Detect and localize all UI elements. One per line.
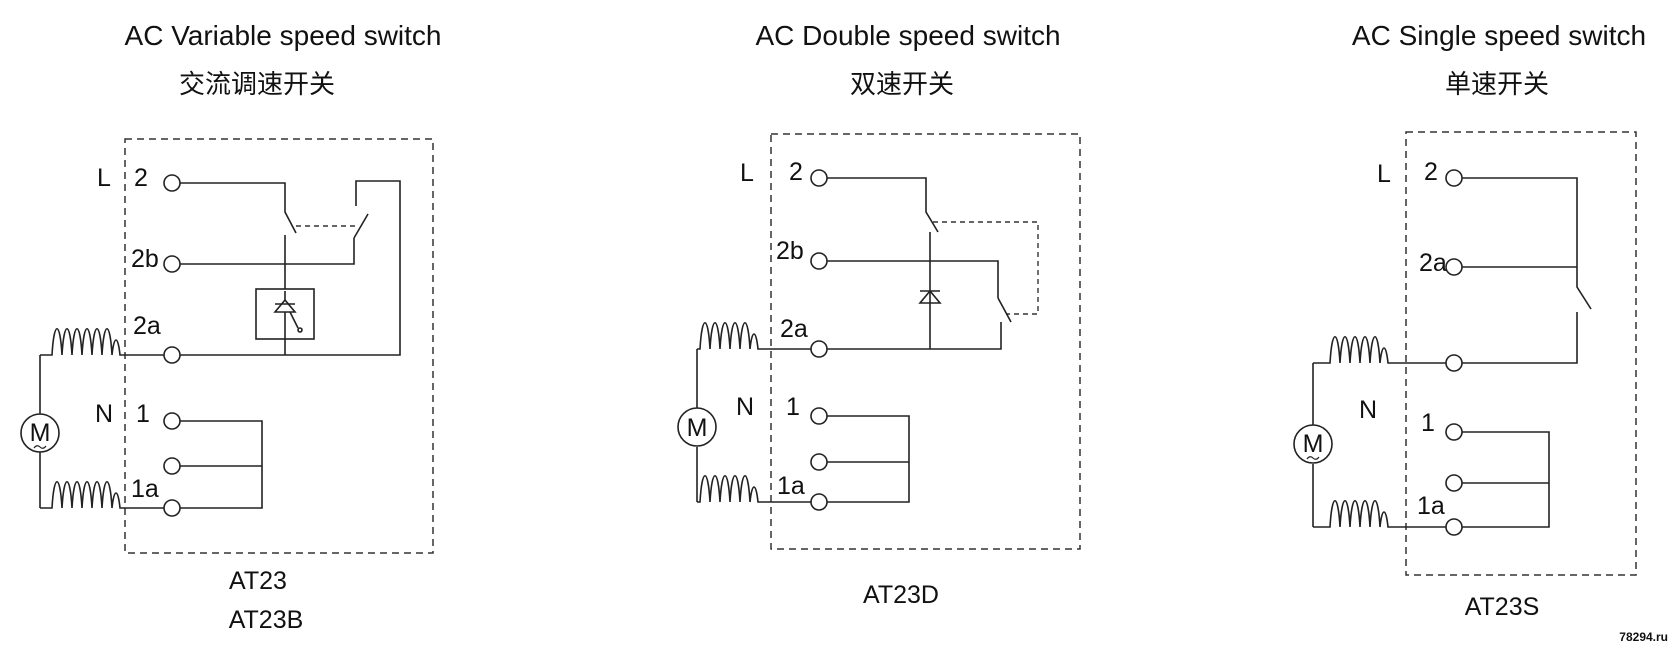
- terminal-label-L: L: [740, 159, 754, 187]
- terminal-label-N: N: [1359, 396, 1377, 424]
- terminal-label-1a: 1a: [1417, 492, 1445, 520]
- terminal-label-1: 1: [136, 400, 150, 428]
- terminal-label-1: 1: [786, 393, 800, 421]
- terminal-label-2a: 2a: [1419, 249, 1447, 277]
- panel-subtitle: 双速开关: [850, 70, 954, 100]
- model-label: AT23B: [229, 606, 304, 634]
- model-label: AT23S: [1465, 593, 1540, 621]
- terminal-label-1a: 1a: [777, 472, 805, 500]
- panel-subtitle: 单速开关: [1445, 70, 1549, 100]
- motor-label: M: [1303, 430, 1324, 458]
- terminal-circles: [1445, 169, 1463, 536]
- terminal-label-2: 2: [1424, 158, 1438, 186]
- motor-label: M: [687, 414, 708, 442]
- model-label: AT23D: [863, 581, 939, 609]
- switch-housing-box: [770, 133, 1081, 550]
- panel-variable-speed: AC Variable speed switch 交流调速开关 L 2 2b 2…: [20, 20, 442, 634]
- terminal-label-2a: 2a: [780, 315, 808, 343]
- panel-subtitle: 交流调速开关: [179, 70, 335, 100]
- terminal-label-N: N: [95, 400, 113, 428]
- panel-double-speed: AC Double speed switch 双速开关 L 2 2b 2a N …: [677, 20, 1081, 609]
- terminal-label-2: 2: [789, 158, 803, 186]
- switch-housing-box: [124, 138, 434, 554]
- wiring: [696, 177, 1039, 503]
- terminal-circles: [810, 169, 828, 511]
- wiring: [1312, 177, 1592, 528]
- wiring: [39, 180, 401, 509]
- panel-title: AC Single speed switch: [1352, 20, 1646, 51]
- terminal-label-1a: 1a: [131, 475, 159, 503]
- terminal-label-2b: 2b: [776, 237, 804, 265]
- panel-single-speed: AC Single speed switch 单速开关 L 2 2a N 1 1…: [1293, 20, 1646, 621]
- motor-icon: M: [1293, 424, 1333, 464]
- motor-icon: M: [677, 407, 717, 447]
- motor-label: M: [30, 419, 51, 447]
- terminal-label-2: 2: [134, 164, 148, 192]
- motor-icon: M: [20, 413, 60, 453]
- switch-housing-box: [1405, 131, 1637, 576]
- terminal-label-2b: 2b: [131, 245, 159, 273]
- terminal-label-L: L: [1377, 160, 1391, 188]
- model-label: AT23: [229, 567, 287, 595]
- panel-title: AC Variable speed switch: [125, 20, 442, 51]
- terminal-circles: [163, 174, 181, 517]
- panel-title: AC Double speed switch: [755, 20, 1060, 51]
- watermark: 78294.ru: [1619, 630, 1668, 644]
- terminal-label-N: N: [736, 393, 754, 421]
- triac-module: [255, 288, 315, 340]
- terminal-label-2a: 2a: [133, 312, 161, 340]
- terminal-label-L: L: [97, 164, 111, 192]
- terminal-label-1: 1: [1421, 409, 1435, 437]
